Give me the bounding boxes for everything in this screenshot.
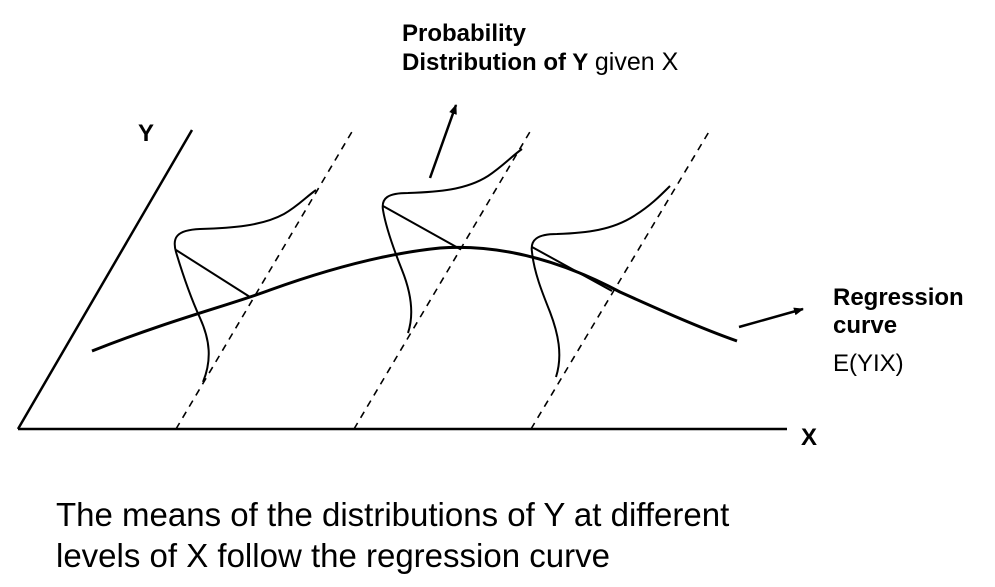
x-axis-label: X [801, 424, 818, 451]
regression-label-line1: Regression [833, 284, 964, 311]
distribution-curve-1 [173, 189, 317, 383]
y-axis-label: Y [138, 120, 155, 147]
y-axis-line [16, 129, 194, 430]
probability-distribution-label: Probability Distribution of Y given X [402, 20, 678, 76]
caption: The means of the distributions of Y at d… [56, 494, 729, 577]
probability-arrow [428, 104, 458, 179]
regression-curve [91, 245, 738, 353]
regression-expression: E(YIX) [833, 350, 904, 377]
distribution-curve-2 [381, 148, 523, 334]
dashed-line-3 [530, 129, 711, 430]
mean-line-1 [175, 249, 251, 298]
regression-curve-label: Regression curve [833, 284, 964, 339]
given-x-label: given X [594, 47, 679, 76]
dashed-line-2 [353, 129, 532, 430]
regression-arrow [738, 307, 804, 329]
distribution-curve-3 [530, 185, 671, 378]
probability-label-line2: Distribution of Y [402, 48, 589, 76]
probability-label-line1: Probability [402, 20, 527, 47]
regression-label-line2: curve [833, 311, 898, 339]
dashed-line-1 [175, 129, 354, 430]
caption-line2: levels of X follow the regression curve [56, 537, 610, 575]
mean-line-3 [531, 246, 613, 292]
caption-line1: The means of the distributions of Y at d… [56, 496, 730, 533]
mean-line-2 [382, 205, 461, 250]
